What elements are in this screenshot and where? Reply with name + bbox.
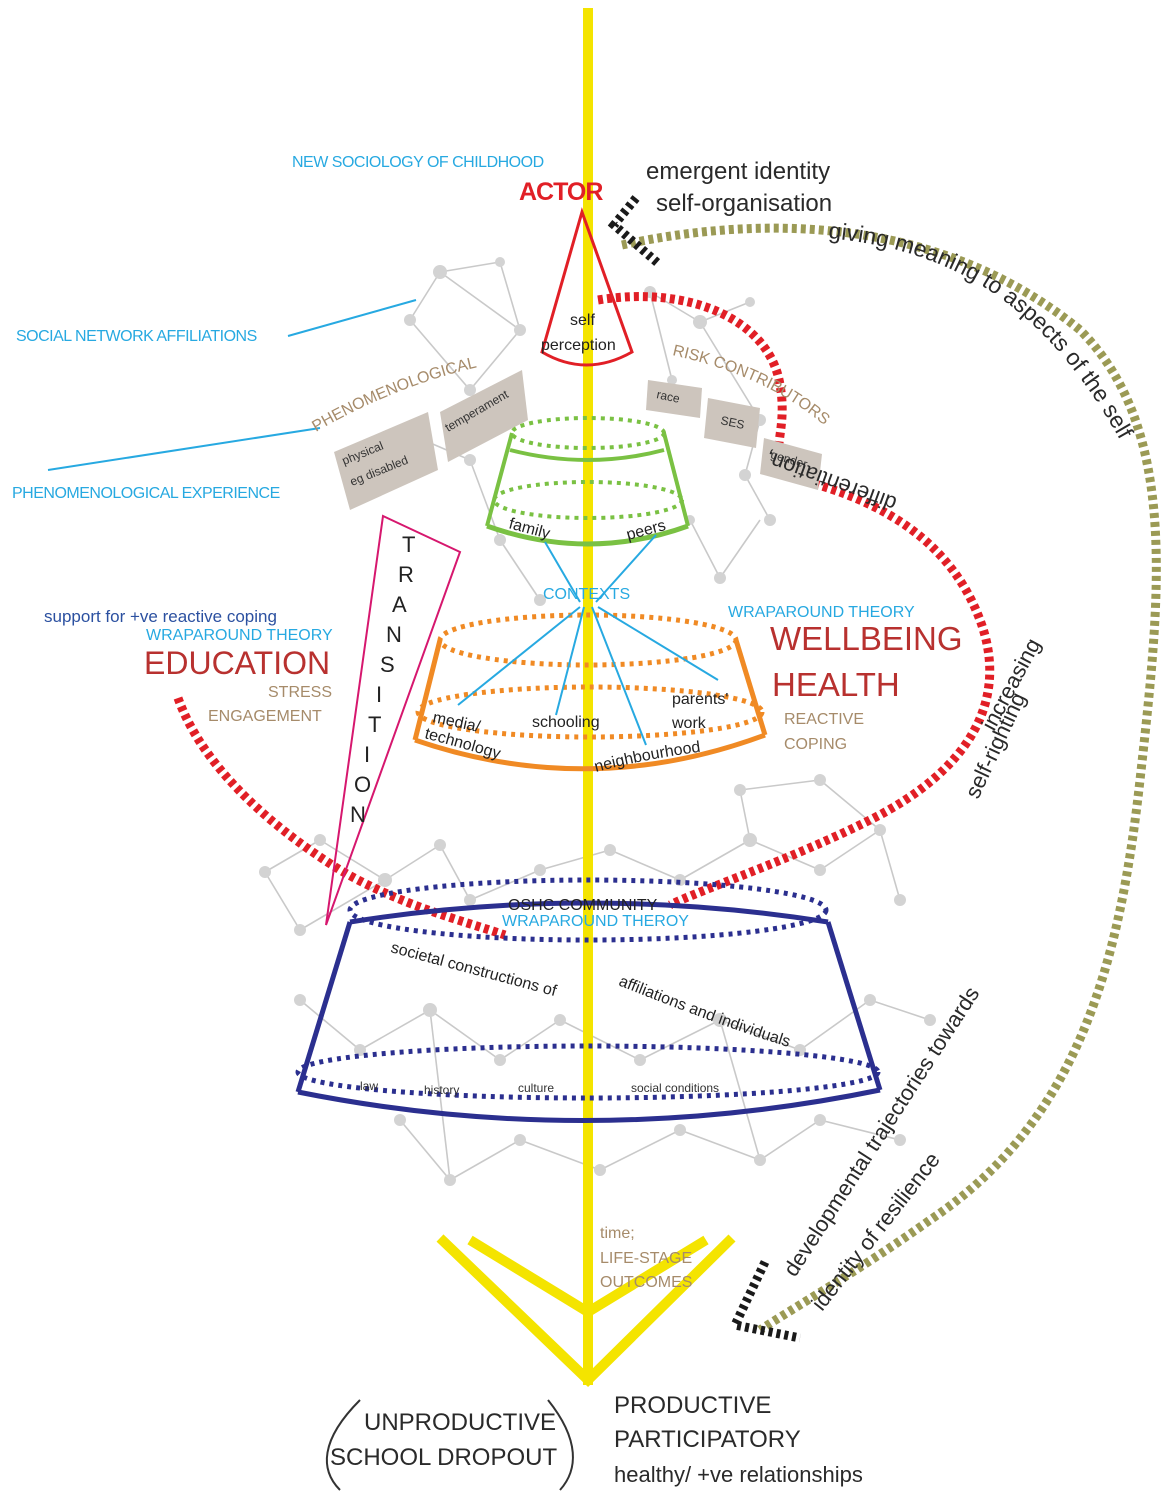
- transition-letter: T: [368, 712, 381, 737]
- transition-letter: O: [354, 772, 371, 797]
- unproductive-bracket-right: [547, 1399, 574, 1491]
- wraparound-right-label: WRAPAROUND THEORY: [728, 604, 915, 621]
- self-organisation-label: self-organisation: [656, 190, 832, 217]
- history-label: history: [424, 1083, 459, 1097]
- outcome-arrow-inner: [467, 1235, 709, 1318]
- self-righting-loop: [597, 292, 995, 910]
- unproductive-label: UNPRODUCTIVE: [364, 1409, 556, 1436]
- transition-label: T R A N S I T I O N: [350, 532, 415, 827]
- school-dropout-label: SCHOOL DROPOUT: [330, 1444, 557, 1471]
- work-label: work: [671, 715, 707, 732]
- unproductive-bracket-left: [326, 1399, 361, 1491]
- education-label: EDUCATION: [144, 645, 330, 681]
- actor-label: ACTOR: [519, 178, 603, 206]
- emergent-marker-bottom: [728, 1260, 801, 1343]
- reactive-label: REACTIVE: [784, 711, 864, 728]
- transition-triangle: [325, 514, 462, 926]
- societal-cylinder: [295, 877, 883, 1123]
- transition-letter: I: [364, 742, 370, 767]
- race-label: race: [655, 387, 681, 406]
- giving-meaning-text: giving meaning to aspects of the self: [827, 217, 1138, 443]
- transition-letter: N: [386, 622, 402, 647]
- support-coping-label: support for +ve reactive coping: [44, 607, 277, 626]
- community-context-cylinder: [412, 612, 768, 772]
- social-network-leader: [287, 299, 417, 337]
- contexts-label: CONTEXTS: [543, 586, 630, 603]
- social-conditions-label: social conditions: [631, 1081, 719, 1095]
- affiliations-text: affiliations and individuals: [616, 973, 792, 1051]
- family-context-cylinder: [485, 416, 690, 547]
- tag-physical: [334, 412, 438, 510]
- outcome-arrow: [436, 1234, 736, 1387]
- tag-gender: [760, 438, 822, 490]
- phenomenological-experience-label: PHENOMENOLOGICAL EXPERIENCE: [12, 485, 280, 502]
- tag-ses: [704, 398, 760, 448]
- social-network-label: SOCIAL NETWORK AFFILIATIONS: [16, 328, 257, 345]
- time-label: time;: [600, 1225, 635, 1242]
- emergent-identity-label: emergent identity: [646, 158, 830, 185]
- network-bottom: [259, 774, 936, 1186]
- life-stage-label: LIFE-STAGE: [600, 1250, 692, 1267]
- wraparound-left-label: WRAPAROUND THEORY: [146, 627, 333, 644]
- transition-letter: N: [350, 802, 366, 827]
- neighbourhood-label: neighbourhood: [593, 739, 702, 776]
- wellbeing-label: WELLBEING: [770, 620, 963, 657]
- outcomes-label: OUTCOMES: [600, 1274, 692, 1291]
- stress-label: STRESS: [268, 684, 332, 701]
- coping-label: COPING: [784, 736, 847, 753]
- neighbourhood-text: neighbourhood: [593, 739, 702, 776]
- oshc-label: OSHC COMMUNITY: [508, 897, 658, 914]
- meaning-loop: [621, 223, 1161, 1334]
- societal-label: societal constructions of: [389, 939, 559, 1000]
- ses-label: SES: [719, 413, 745, 432]
- tag-race: [646, 380, 702, 418]
- emergent-marker-top: [607, 195, 663, 269]
- new-sociology-label: NEW SOCIOLOGY OF CHILDHOOD: [292, 154, 544, 171]
- phenomenological-leader: [47, 427, 321, 471]
- transition-letter: R: [398, 562, 414, 587]
- affiliations-label: affiliations and individuals: [616, 973, 792, 1051]
- culture-label: culture: [518, 1081, 554, 1095]
- law-label: law: [360, 1079, 378, 1093]
- differentiation-label: differentiation,: [762, 446, 900, 517]
- actor-cone: [540, 207, 634, 367]
- self-label: self: [570, 312, 595, 329]
- engagement-label: ENGAGEMENT: [208, 708, 322, 725]
- context-connectors: [457, 534, 719, 746]
- perception-label: perception: [541, 337, 616, 354]
- tag-temperament: [440, 370, 528, 462]
- healthy-label: healthy/ +ve relationships: [614, 1462, 863, 1487]
- transition-letter: A: [392, 592, 407, 617]
- transition-letter: I: [376, 682, 382, 707]
- health-label: HEALTH: [772, 666, 900, 703]
- participatory-label: PARTICIPATORY: [614, 1426, 801, 1453]
- transition-letter: S: [380, 652, 395, 677]
- giving-meaning-label: giving meaning to aspects of the self: [827, 217, 1138, 443]
- productive-label: PRODUCTIVE: [614, 1392, 771, 1419]
- wraparound-theroy-label: WRAPAROUND THEROY: [502, 913, 689, 930]
- transition-letter: T: [402, 532, 415, 557]
- schooling-label: schooling: [532, 714, 600, 731]
- parents-label: parents': [672, 691, 728, 708]
